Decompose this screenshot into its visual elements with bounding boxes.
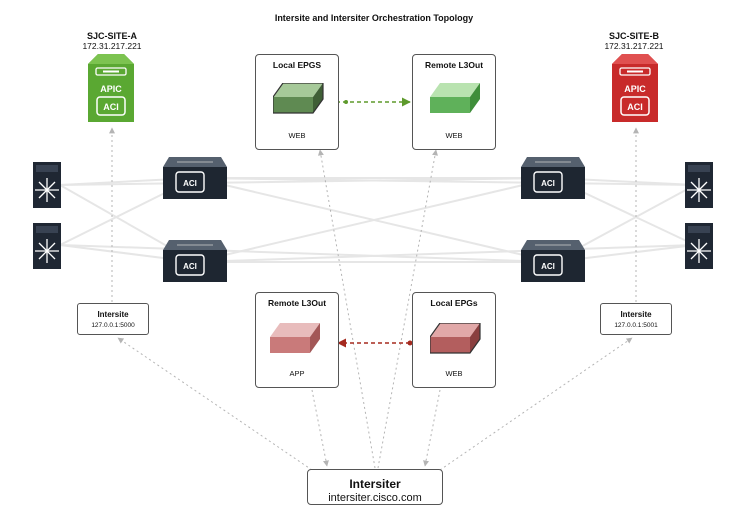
epg-green-light-icon [430, 83, 480, 113]
box-title: Remote L3Out [267, 298, 327, 308]
intersite-b-title: Intersite [620, 310, 652, 319]
left-leaf-switch-icon[interactable] [33, 223, 61, 269]
box-subtitle: WEB [288, 131, 306, 140]
intersiter-box[interactable]: Intersiter intersiter.cisco.com [307, 469, 443, 505]
intersite-a-title: Intersite [97, 310, 129, 319]
apic-green-icon[interactable]: APIC ACI [88, 54, 134, 122]
site-b-ip: 172.31.217.221 [604, 41, 664, 51]
diagram-title: Intersite and Intersiter Orchestration T… [274, 13, 474, 23]
apic-red-icon[interactable]: APIC ACI [612, 54, 658, 122]
local-epgs-top-box[interactable]: Local EPGS WEB [255, 54, 339, 150]
site-b-name: SJC-SITE-B [608, 31, 659, 41]
left-spine-switch-icon[interactable] [33, 162, 61, 208]
svg-text:ACI: ACI [103, 102, 119, 112]
remote-l3out-top-box[interactable]: Remote L3Out WEB [412, 54, 496, 150]
right-spine-switch-icon[interactable] [685, 162, 713, 208]
svg-text:ACI: ACI [541, 262, 555, 271]
box-subtitle: WEB [445, 131, 463, 140]
aci-leaf-switch-left-icon[interactable]: ACI [163, 240, 227, 282]
intersiter-url: intersiter.cisco.com [328, 492, 422, 504]
aci-spine-switch-left-icon[interactable]: ACI [163, 157, 227, 199]
epg-red-dark-icon [430, 323, 481, 354]
intersiter-title: Intersiter [349, 477, 401, 491]
intersite-b-box[interactable]: Intersite 127.0.0.1:5001 [600, 303, 672, 335]
intersite-a-box[interactable]: Intersite 127.0.0.1:5000 [77, 303, 149, 335]
aci-spine-switch-right-icon[interactable]: ACI [521, 157, 585, 199]
box-subtitle: WEB [445, 369, 463, 378]
aci-leaf-switch-right-icon[interactable]: ACI [521, 240, 585, 282]
box-subtitle: APP [289, 369, 305, 378]
svg-text:ACI: ACI [627, 102, 643, 112]
epg-red-light-icon [270, 323, 320, 353]
intersite-a-address: 127.0.0.1:5000 [91, 322, 135, 329]
svg-text:ACI: ACI [183, 262, 197, 271]
epg-green-dark-icon [273, 83, 324, 114]
svg-text:APIC: APIC [624, 84, 646, 94]
box-title: Local EPGS [272, 60, 322, 70]
svg-text:ACI: ACI [183, 179, 197, 188]
fabric-mesh [59, 177, 696, 263]
remote-l3out-bottom-box[interactable]: Remote L3Out APP [255, 292, 339, 388]
site-a-name: SJC-SITE-A [86, 31, 137, 41]
svg-text:APIC: APIC [100, 84, 122, 94]
box-title: Remote L3Out [424, 60, 484, 70]
local-epgs-bottom-box[interactable]: Local EPGs WEB [412, 292, 496, 388]
right-leaf-switch-icon[interactable] [685, 223, 713, 269]
intersite-b-address: 127.0.0.1:5001 [614, 322, 658, 329]
svg-text:ACI: ACI [541, 179, 555, 188]
box-title: Local EPGs [430, 298, 478, 308]
site-a-ip: 172.31.217.221 [82, 41, 142, 51]
management-links [109, 127, 639, 471]
